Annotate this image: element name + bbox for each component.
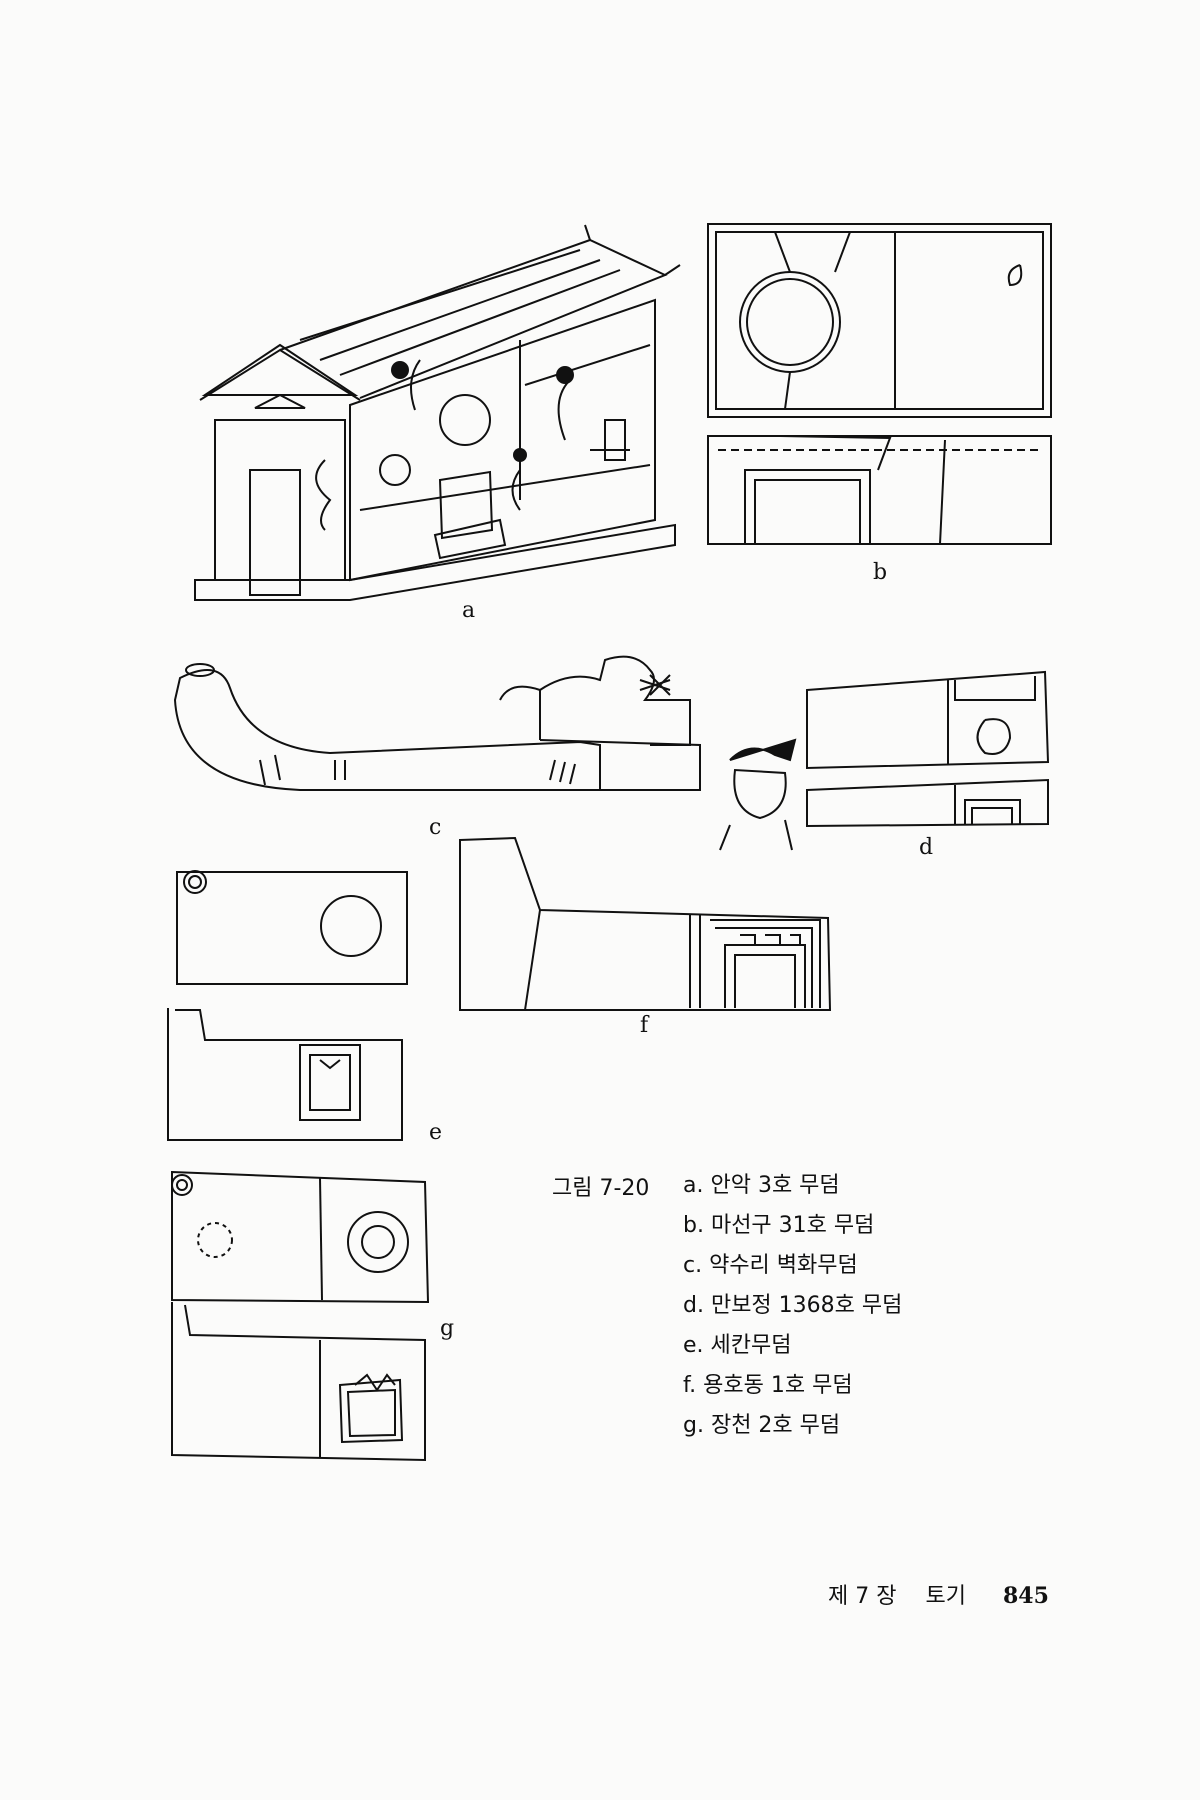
panel-label-c: c	[429, 815, 442, 840]
illustration-f-tomb	[459, 836, 832, 1011]
caption-item: c. 약수리 벽화무덤	[683, 1253, 858, 1278]
chapter-title: 토기	[925, 1584, 966, 1609]
illustration-e-tomb	[167, 870, 408, 1141]
page-number: 845	[1002, 1583, 1049, 1609]
illustration-b-tomb	[707, 223, 1052, 545]
page-footer: 제 7 장 토기 845	[828, 1578, 1049, 1610]
caption-item: g. 장천 2호 무덤	[683, 1413, 841, 1438]
caption-item: f. 용호동 1호 무덤	[683, 1373, 853, 1398]
panel-label-g: g	[440, 1316, 455, 1341]
panel-label-e: e	[429, 1120, 443, 1145]
chapter-label: 제 7 장	[828, 1584, 897, 1609]
figure-caption-title: 그림 7-20	[552, 1176, 650, 1201]
illustration-g-tomb	[171, 1170, 430, 1462]
caption-item: b. 마선구 31호 무덤	[683, 1213, 875, 1238]
illustration-d-tomb	[806, 670, 1050, 828]
figure-caption-list: a. 안악 3호 무덤 b. 마선구 31호 무덤 c. 약수리 벽화무덤 d.…	[683, 1170, 902, 1450]
panel-label-b: b	[873, 560, 888, 585]
caption-item: d. 만보정 1368호 무덤	[683, 1293, 903, 1318]
caption-item: a. 안악 3호 무덤	[683, 1173, 840, 1198]
panel-label-a: a	[462, 598, 476, 623]
caption-item: e. 세칸무덤	[683, 1333, 792, 1358]
panel-label-f: f	[640, 1013, 649, 1038]
illustration-c-tomb	[173, 655, 797, 851]
illustration-a-house	[194, 224, 681, 601]
panel-label-d: d	[919, 835, 934, 860]
